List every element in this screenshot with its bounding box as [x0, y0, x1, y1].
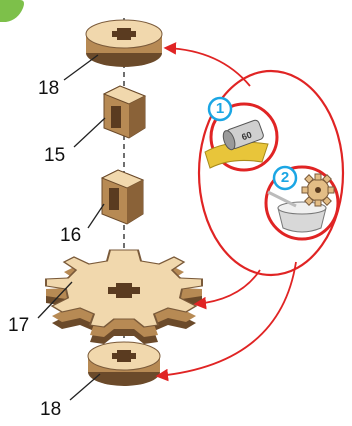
sandpaper-grit-text: 60 [240, 129, 253, 142]
leader-16 [87, 203, 105, 229]
part-18-bottom-label: 18 [40, 399, 62, 420]
step-2-badge [272, 165, 298, 191]
leader-18-top [63, 54, 99, 81]
arrow-to-part-18-bottom [155, 261, 297, 382]
part-18-bottom-washer [87, 341, 161, 386]
part-18-top-label: 18 [38, 78, 60, 99]
part-15-label: 15 [44, 145, 66, 166]
arrow-to-part-17 [193, 269, 261, 310]
part-16-label: 16 [60, 225, 82, 246]
part-18-top-washer [85, 19, 163, 67]
step-2-wax-bowl [264, 165, 340, 241]
step-2-number: 2 [280, 169, 290, 186]
part-16-block [100, 169, 145, 225]
treatment-oval [197, 69, 345, 277]
step-1-number: 1 [215, 100, 225, 117]
part-15-block [102, 85, 147, 139]
step-1-sandpaper: 60 [204, 102, 279, 172]
step-1-badge [207, 96, 233, 122]
part-17-gear [45, 249, 203, 344]
leader-15 [73, 117, 106, 148]
arrow-to-part-18-top [163, 42, 251, 87]
small-gear-icon [301, 173, 335, 207]
corner-tab [0, 0, 24, 22]
leader-18-bottom [69, 373, 101, 401]
leader-17 [37, 281, 73, 319]
part-17-label: 17 [8, 315, 30, 336]
